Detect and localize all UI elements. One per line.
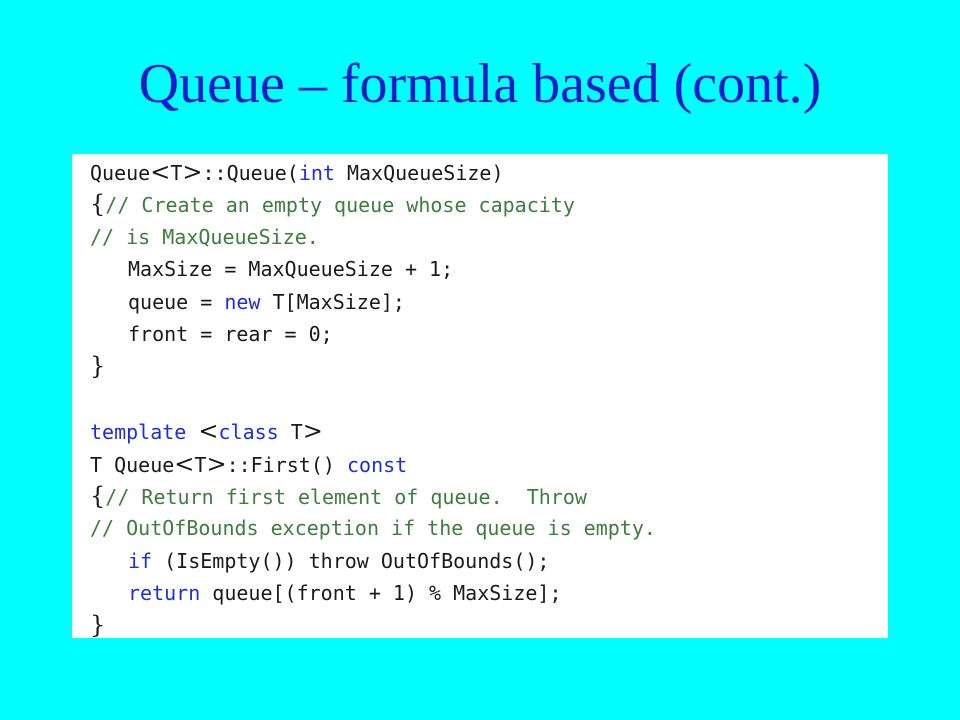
code-line: // OutOfBounds exception if the queue is… [90,512,888,544]
code-text [186,420,198,444]
code-text: T [278,420,303,445]
code-text: front = rear = 0; [128,321,333,346]
code-text: MaxSize = MaxQueueSize + 1; [128,257,454,282]
code-keyword: const [346,452,408,477]
code-text: ::Queue( [202,161,299,185]
code-text: T [194,452,207,477]
code-symbol: > [206,449,227,478]
code-keyword: class [218,420,279,445]
code-symbol: < [198,417,219,446]
code-line: MaxSize = MaxQueueSize + 1; [90,253,888,285]
code-line: template <class T> [90,415,888,447]
code-comment: // OutOfBounds exception if the queue is… [90,516,656,541]
code-line: queue = new T[MaxSize]; [90,286,888,318]
code-text: queue = [128,289,225,314]
code-line: front = rear = 0; [90,318,888,350]
code-line [90,383,888,415]
code-text: T [170,161,183,185]
code-symbol: < [174,449,195,478]
code-keyword: return [128,581,201,606]
code-keyword: int [298,161,335,185]
code-line: return queue[(front + 1) % MaxSize]; [90,577,888,609]
code-line: if (IsEmpty()) throw OutOfBounds(); [90,545,888,577]
code-symbol: > [302,417,323,446]
code-comment: // Create an empty queue whose capacity [105,193,575,218]
code-keyword: new [224,289,261,314]
code-symbol: < [150,158,171,186]
code-comment: // is MaxQueueSize. [90,224,319,249]
code-text: Queue [90,161,151,185]
code-symbol: } [90,352,106,381]
code-symbol: > [182,158,203,186]
code-panel: Queue<T>::Queue(int MaxQueueSize){// Cre… [72,154,888,641]
code-line: {// Return first element of queue. Throw [90,480,888,512]
code-comment: // Return first element of queue. Throw [105,484,587,509]
code-text: (IsEmpty()) throw OutOfBounds(); [152,548,550,573]
code-text: T Queue [90,452,175,477]
code-line: Queue<T>::Queue(int MaxQueueSize) [90,156,888,188]
code-text: MaxQueueSize) [334,161,504,185]
code-symbol: { [90,190,106,219]
code-line: // is MaxQueueSize. [90,221,888,253]
code-text: T[MaxSize]; [260,289,405,314]
slide-title: Queue – formula based (cont.) [138,53,822,115]
code-line: T Queue<T>::First() const [90,448,888,480]
code-line: } [90,350,888,382]
code-keyword: template [90,420,187,445]
code-symbol: } [90,611,106,640]
code-keyword: if [128,548,153,573]
code-line: } [90,609,888,641]
code-line: {// Create an empty queue whose capacity [90,188,888,220]
code-text: ::First() [226,452,347,477]
code-text: queue[(front + 1) % MaxSize]; [200,581,562,606]
code-symbol: { [90,481,106,510]
